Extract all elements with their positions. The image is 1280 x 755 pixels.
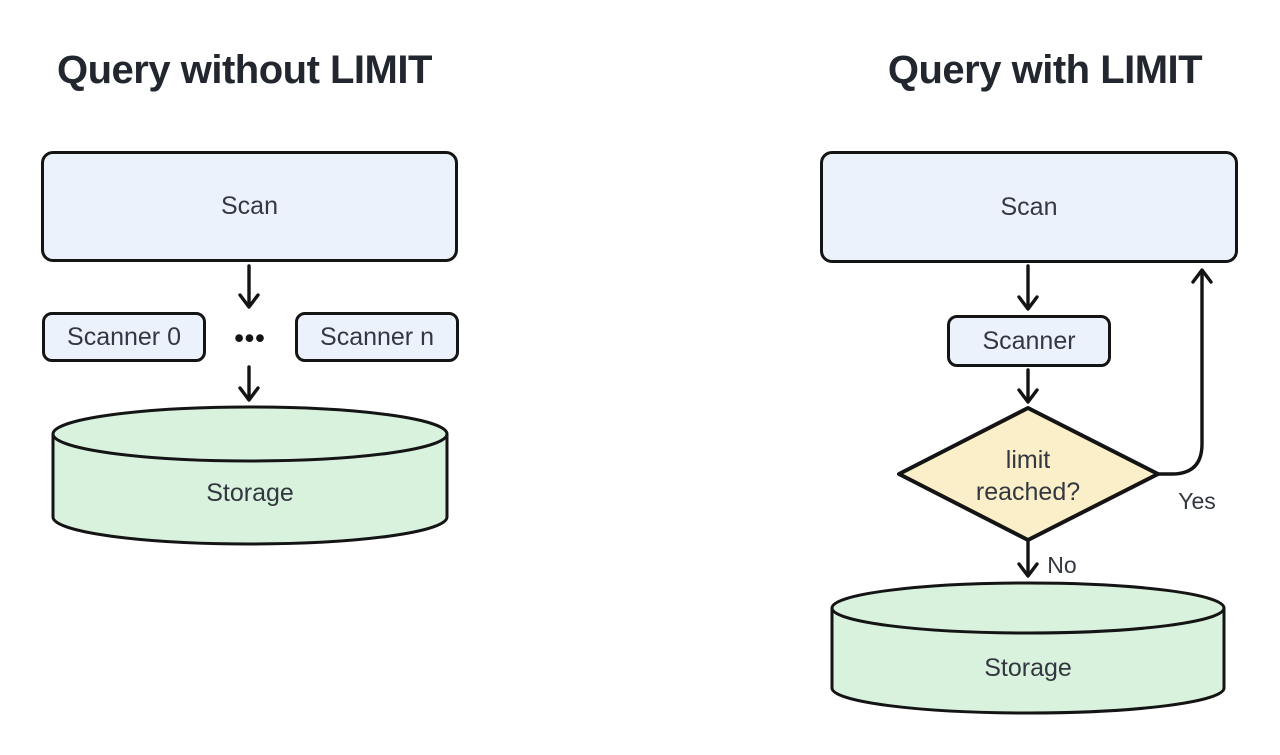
arrow-decision-yes-to-scan — [1156, 268, 1213, 476]
scan-node-right: Scan — [820, 151, 1238, 263]
scanners-ellipsis: ••• — [234, 323, 266, 353]
yes-edge-label: Yes — [1178, 488, 1216, 514]
decision-label-line1: limit — [1005, 446, 1051, 474]
scan-node-left: Scan — [41, 151, 458, 262]
scan-node-left-label: Scan — [221, 192, 278, 220]
scanner-node-right: Scanner — [947, 315, 1111, 367]
title-query-with-limit: Query with LIMIT — [887, 48, 1203, 92]
storage-cylinder-body-left — [51, 434, 449, 546]
scanner0-node-label: Scanner 0 — [67, 322, 181, 351]
storage-label-left: Storage — [206, 479, 294, 507]
decision-label-line2: reached? — [975, 478, 1081, 506]
storage-cylinder-top-left — [51, 405, 449, 463]
storage-cylinder-top-right — [830, 581, 1226, 635]
storage-cylinder-body-right — [830, 608, 1226, 715]
scanner0-node: Scanner 0 — [42, 312, 206, 362]
limit-reached-decision-diamond — [897, 406, 1160, 542]
scanner-n-node: Scanner n — [295, 312, 459, 362]
scanner-node-right-label: Scanner — [982, 326, 1076, 355]
decision-label: limit reached? — [928, 444, 1128, 508]
no-edge-label: No — [1047, 552, 1077, 578]
scanner-n-node-label: Scanner n — [320, 322, 434, 351]
storage-label-right: Storage — [984, 654, 1072, 682]
title-query-without-limit: Query without LIMIT — [57, 48, 432, 92]
scan-node-right-label: Scan — [1000, 192, 1058, 221]
